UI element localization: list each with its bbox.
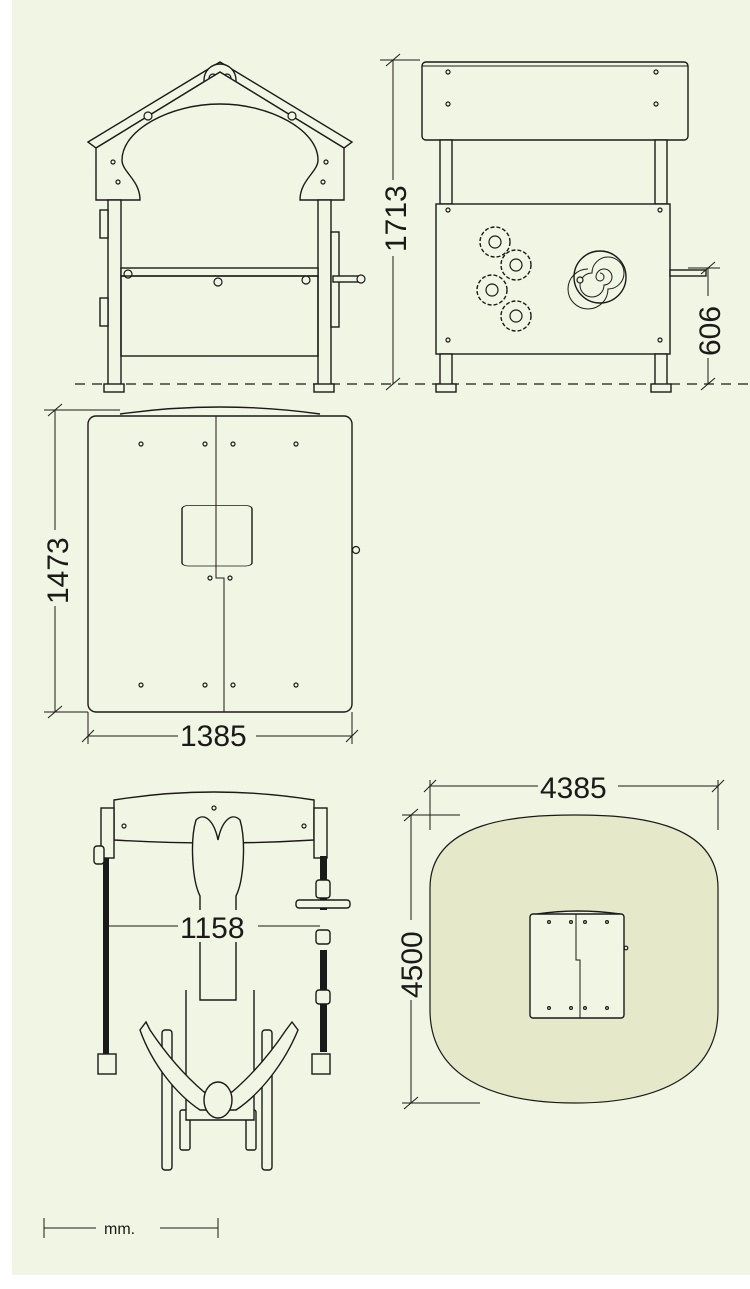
width-dimension: 1385 — [81, 712, 359, 753]
inner-width-label: 1158 — [180, 912, 245, 945]
spiral-icon — [567, 250, 627, 310]
table-footprint — [529, 913, 625, 1019]
width-label: 1385 — [180, 720, 247, 753]
post-left — [107, 199, 122, 387]
wheelchair-user-icon — [139, 505, 299, 1171]
gable-panel — [95, 71, 345, 201]
side-elevation — [421, 61, 707, 393]
height-dimension: 1713 — [380, 53, 420, 391]
unit-label: mm. — [104, 1221, 135, 1238]
rail-left — [103, 858, 109, 1058]
inner-width-dimension: 1158 — [108, 910, 320, 945]
depth-dimension: 1473 — [42, 403, 120, 719]
roof-panel — [421, 61, 689, 141]
wheelchair-top-view — [93, 505, 351, 1171]
table-top — [120, 267, 319, 277]
front-elevation — [86, 61, 366, 393]
height-label: 1713 — [380, 185, 413, 252]
safety-area-view — [429, 814, 719, 1104]
activity-panel — [435, 203, 671, 355]
top-view — [87, 406, 361, 713]
unit-legend: mm. — [43, 1218, 219, 1238]
depth-label: 1473 — [42, 537, 75, 604]
post-right — [317, 199, 332, 387]
panel-height-label: 606 — [694, 306, 727, 356]
table-outline — [87, 415, 353, 713]
handle-top-view — [295, 899, 351, 909]
area-depth-label: 4500 — [396, 931, 429, 998]
area-width-dimension: 4385 — [423, 770, 725, 830]
area-width-label: 4385 — [540, 772, 607, 805]
gear-icon — [476, 226, 532, 332]
area-depth-dimension: 4500 — [396, 808, 480, 1110]
panel-height-dimension: 606 — [688, 261, 727, 391]
